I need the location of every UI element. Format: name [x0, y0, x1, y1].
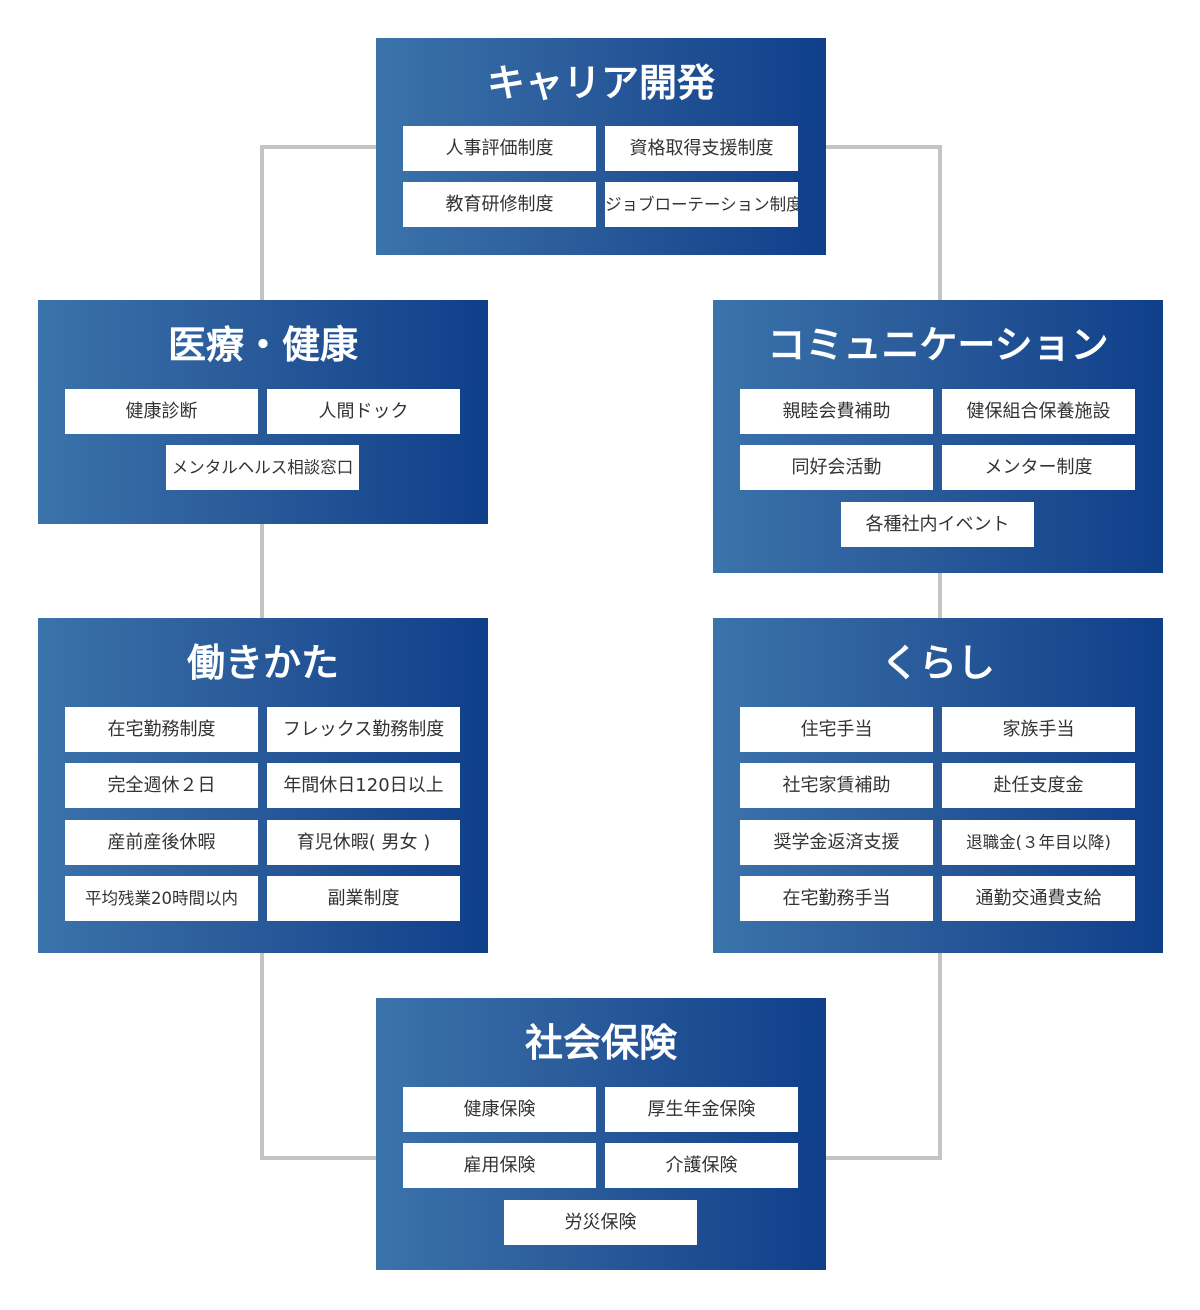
- item-communication-1: 親睦会費補助: [740, 389, 933, 434]
- connector-workstyle-insurance: [260, 950, 378, 1160]
- panel-title-living: くらし: [880, 641, 995, 685]
- item-insurance-5: 労災保険: [504, 1200, 697, 1245]
- item-workstyle-4: 年間休日120日以上: [267, 763, 460, 808]
- panel-title-insurance: 社会保険: [524, 1021, 677, 1065]
- item-living-7: 在宅勤務手当: [740, 876, 933, 921]
- item-insurance-1: 健康保険: [403, 1087, 596, 1132]
- connector-communication-living: [938, 572, 942, 620]
- item-communication-3: 同好会活動: [740, 445, 933, 490]
- panel-career: キャリア開発 人事評価制度 資格取得支援制度 教育研修制度 ジョブローテーション…: [376, 38, 826, 255]
- item-living-8: 通勤交通費支給: [942, 876, 1135, 921]
- item-insurance-3: 雇用保険: [403, 1143, 596, 1188]
- connector-career-communication: [824, 145, 942, 302]
- item-living-1: 住宅手当: [740, 707, 933, 752]
- panel-title-communication: コミュニケーション: [767, 323, 1109, 367]
- item-living-5: 奨学金返済支援: [740, 820, 933, 865]
- connector-living-insurance: [824, 950, 942, 1160]
- item-living-6: 退職金(３年目以降): [942, 820, 1135, 865]
- item-workstyle-7: 平均残業20時間以内: [65, 876, 258, 921]
- item-health-2: 人間ドック: [267, 389, 460, 434]
- panel-title-health: 医療・健康: [167, 323, 358, 367]
- item-communication-5: 各種社内イベント: [841, 502, 1034, 547]
- panel-communication: コミュニケーション 親睦会費補助 健保組合保養施設 同好会活動 メンター制度 各…: [713, 300, 1163, 573]
- item-workstyle-3: 完全週休２日: [65, 763, 258, 808]
- item-insurance-2: 厚生年金保険: [605, 1087, 798, 1132]
- item-living-2: 家族手当: [942, 707, 1135, 752]
- item-workstyle-5: 産前産後休暇: [65, 820, 258, 865]
- panel-workstyle: 働きかた 在宅勤務制度 フレックス勤務制度 完全週休２日 年間休日120日以上 …: [38, 618, 488, 953]
- panel-insurance: 社会保険 健康保険 厚生年金保険 雇用保険 介護保険 労災保険: [376, 998, 826, 1270]
- connector-career-health: [260, 145, 378, 302]
- item-workstyle-6: 育児休暇( 男女 ): [267, 820, 460, 865]
- item-living-3: 社宅家賃補助: [740, 763, 933, 808]
- panel-title-workstyle: 働きかた: [186, 641, 339, 685]
- panel-title-career: キャリア開発: [486, 61, 715, 105]
- panel-health: 医療・健康 健康診断 人間ドック メンタルヘルス相談窓口: [38, 300, 488, 524]
- item-career-4: ジョブローテーション制度: [605, 182, 798, 227]
- item-career-1: 人事評価制度: [403, 126, 596, 171]
- item-health-3: メンタルヘルス相談窓口: [166, 445, 359, 490]
- connector-health-workstyle: [260, 522, 264, 620]
- item-workstyle-2: フレックス勤務制度: [267, 707, 460, 752]
- item-career-2: 資格取得支援制度: [605, 126, 798, 171]
- panel-living: くらし 住宅手当 家族手当 社宅家賃補助 赴任支度金 奨学金返済支援 退職金(３…: [713, 618, 1163, 953]
- item-career-3: 教育研修制度: [403, 182, 596, 227]
- item-workstyle-1: 在宅勤務制度: [65, 707, 258, 752]
- item-communication-4: メンター制度: [942, 445, 1135, 490]
- item-insurance-4: 介護保険: [605, 1143, 798, 1188]
- item-living-4: 赴任支度金: [942, 763, 1135, 808]
- item-health-1: 健康診断: [65, 389, 258, 434]
- item-workstyle-8: 副業制度: [267, 876, 460, 921]
- item-communication-2: 健保組合保養施設: [942, 389, 1135, 434]
